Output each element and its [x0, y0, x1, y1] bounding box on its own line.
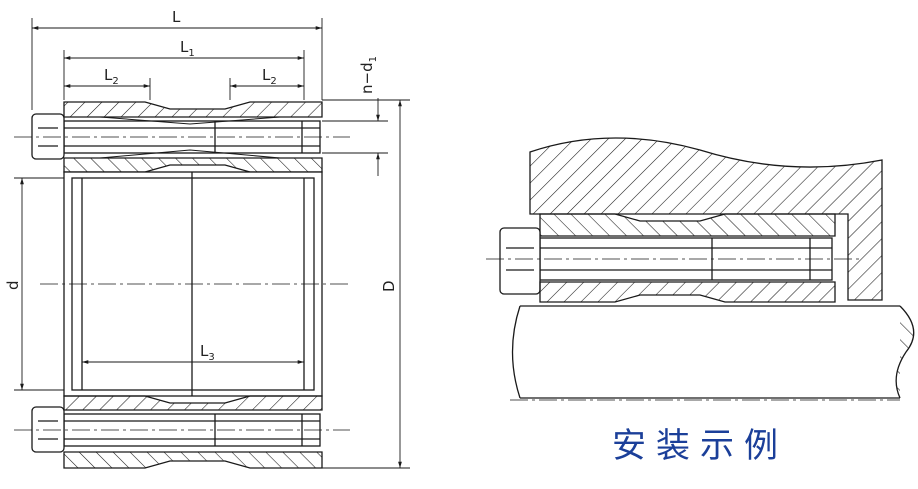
label-d: d	[4, 280, 22, 290]
label-D: D	[380, 280, 398, 292]
label-n-d1: n−d1	[358, 56, 379, 94]
shaft-break	[895, 305, 915, 399]
label-L2-left: L2	[104, 66, 119, 87]
top-bolt-head	[31, 113, 65, 160]
top-inner-ring	[63, 157, 323, 173]
label-L2-right: L2	[262, 66, 277, 87]
label-L1: L1	[180, 38, 195, 59]
right-inner-ring	[539, 281, 836, 303]
left-dimensions	[14, 18, 410, 469]
left-section-view	[31, 101, 323, 469]
bottom-bolt-head	[31, 406, 65, 453]
right-outer-ring	[539, 213, 836, 237]
top-outer-ring	[63, 101, 323, 118]
hub-housing	[529, 137, 883, 301]
installation-example	[499, 137, 915, 399]
left-centerlines	[14, 136, 350, 431]
label-L3: L3	[200, 342, 215, 363]
label-L: L	[172, 8, 181, 26]
right-centerlines	[486, 258, 900, 401]
bottom-outer-ring	[63, 451, 323, 469]
shaft	[511, 305, 900, 399]
bottom-inner-ring	[63, 395, 323, 411]
right-bolt-head	[499, 227, 541, 295]
caption-installation-example: 安装示例	[612, 426, 788, 466]
